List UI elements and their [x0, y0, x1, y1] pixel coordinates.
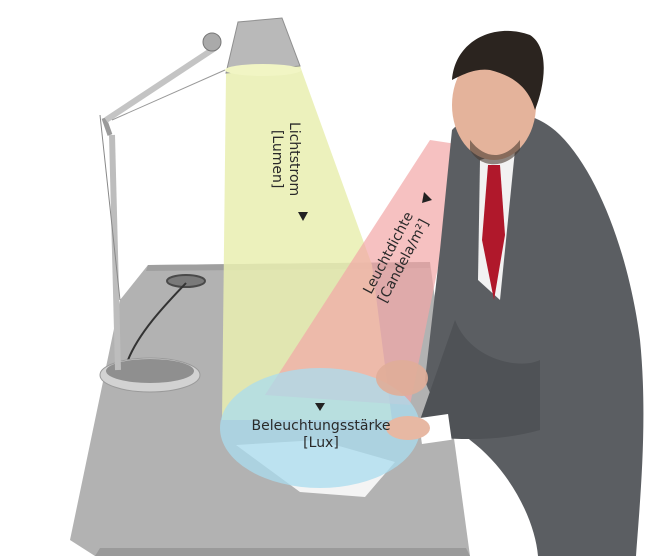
luminous-flux-label: Lichtstrom [Lumen] [268, 122, 302, 196]
illuminance-label: Beleuchtungsstärke [Lux] [248, 418, 394, 452]
illuminance-unit: [Lux] [248, 435, 394, 452]
luminous-flux-unit: [Lumen] [268, 122, 285, 196]
luminous-flux-title: Lichtstrom [285, 122, 302, 196]
cable-grommet [167, 275, 205, 287]
illuminance-title: Beleuchtungsstärke [248, 418, 394, 435]
lamp-upper-arm [106, 48, 215, 120]
table-front-edge [95, 548, 470, 556]
